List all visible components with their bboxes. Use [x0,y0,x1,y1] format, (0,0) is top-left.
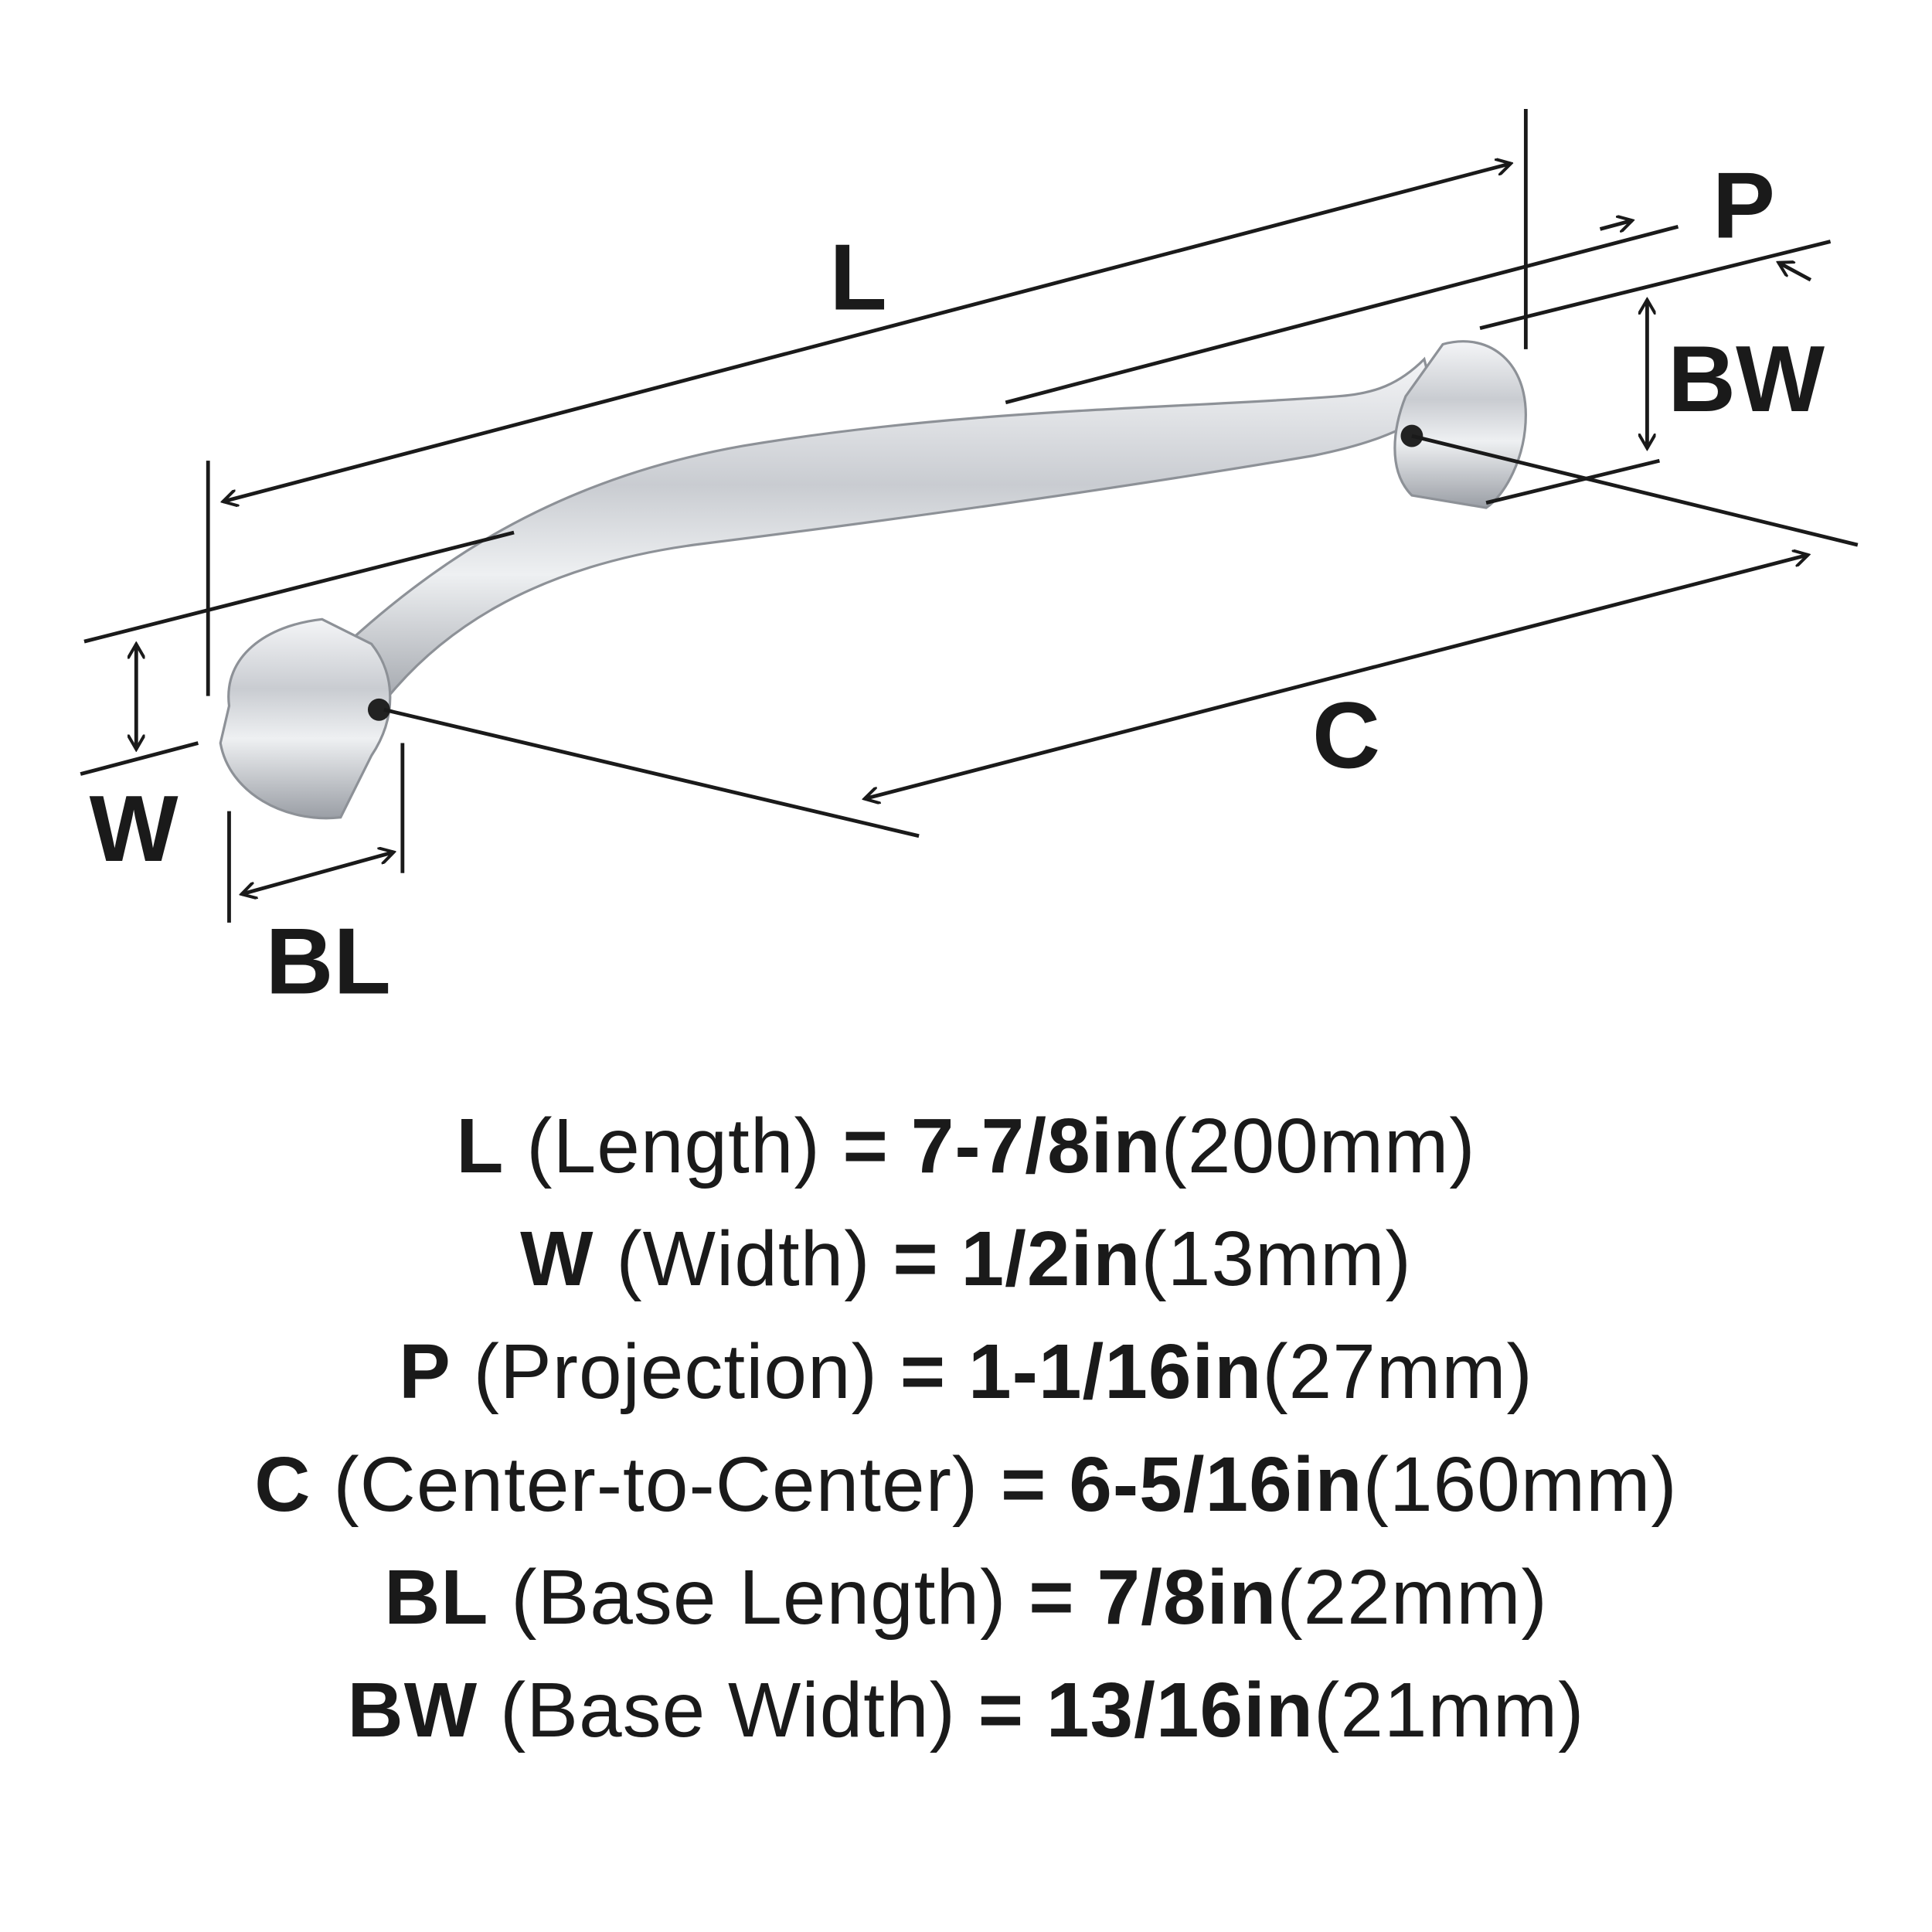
spec-value: 6-5/16in [1069,1441,1363,1528]
spec-equals: = [1001,1441,1047,1528]
spec-symbol: BL [384,1554,489,1641]
spec-symbol: P [399,1328,451,1415]
spec-name: (Base Length) [511,1554,1007,1641]
label-bl: BL [266,908,391,1013]
spec-equals: = [900,1328,947,1415]
spec-symbol: BW [347,1667,478,1753]
spec-row-center-to-center: C (Center-to-Center) = 6-5/16in(160mm) [0,1428,1932,1541]
label-p: P [1713,153,1775,258]
spec-row-base-length: BL (Base Length) = 7/8in(22mm) [0,1541,1932,1654]
spec-row-projection: P (Projection) = 1-1/16in(27mm) [0,1315,1932,1428]
spec-row-width: W (Width) = 1/2in(13mm) [0,1202,1932,1315]
spec-metric: (200mm) [1161,1103,1476,1189]
spec-value: 1/2in [961,1216,1141,1302]
label-w: W [90,776,179,881]
spec-metric: (22mm) [1277,1554,1548,1641]
spec-value: 1-1/16in [968,1328,1263,1415]
spec-equals: = [978,1667,1025,1753]
spec-equals: = [1029,1554,1075,1641]
spec-metric: (13mm) [1141,1216,1412,1302]
spec-value: 13/16in [1046,1667,1315,1753]
spec-symbol: C [254,1441,311,1528]
spec-metric: (160mm) [1362,1441,1678,1528]
dimension-lines [80,109,1859,923]
label-c: C [1312,683,1380,788]
spec-name: (Width) [616,1216,871,1302]
spec-row-base-width: BW (Base Width) = 13/16in(21mm) [0,1654,1932,1767]
label-l: L [829,225,886,330]
spec-name: (Base Width) [499,1667,956,1753]
spec-value: 7/8in [1097,1554,1277,1641]
label-bw: BW [1668,326,1825,431]
spec-equals: = [893,1216,939,1302]
spec-symbol: L [456,1103,505,1189]
spec-value: 7-7/8in [910,1103,1162,1189]
spec-metric: (21mm) [1314,1667,1585,1753]
spec-symbol: W [520,1216,594,1302]
spec-name: (Center-to-Center) [333,1441,979,1528]
spec-name: (Length) [526,1103,821,1189]
dimension-specs: L (Length) = 7-7/8in(200mm) W (Width) = … [0,1090,1932,1767]
spec-metric: (27mm) [1262,1328,1533,1415]
spec-row-length: L (Length) = 7-7/8in(200mm) [0,1090,1932,1202]
spec-equals: = [842,1103,889,1189]
spec-name: (Projection) [473,1328,878,1415]
